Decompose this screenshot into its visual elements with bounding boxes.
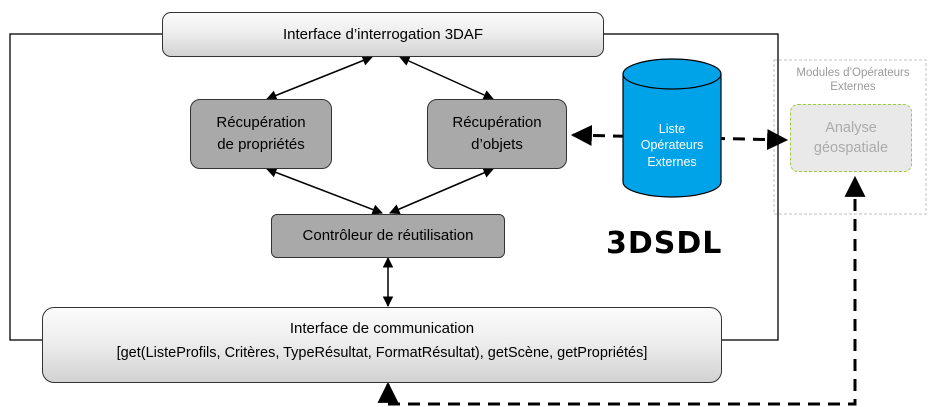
database-cylinder <box>622 58 722 198</box>
database-label-line1: Liste <box>658 122 686 136</box>
controleur-box: Contrôleur de réutilisation <box>271 214 505 258</box>
recuperation-proprietes-box: Récupération de propriétés <box>190 99 332 169</box>
database-label: Liste Opérateurs Externes <box>624 121 720 170</box>
external-modules-title-line1: Modules d’Opérateurs <box>796 67 910 79</box>
arrow-interface-to-proprietes <box>266 55 373 101</box>
recuperation-proprietes-line2: de propriétés <box>217 136 305 153</box>
database-label-line3: Externes <box>647 154 697 169</box>
arrow-proprietes-to-controleur <box>266 167 383 215</box>
system-3dsdl-label: 3DSDL <box>606 226 723 261</box>
recuperation-objets-line2: d’objets <box>471 136 523 153</box>
arrow-interface-to-objets <box>399 56 494 100</box>
external-modules-title: Modules d’Opérateurs Externes <box>776 66 930 95</box>
interface-communication-title: Interface de communication <box>289 320 475 337</box>
interface-interrogation-box: Interface d’interrogation 3DAF <box>162 12 604 57</box>
interface-interrogation-label: Interface d’interrogation 3DAF <box>282 25 484 43</box>
interface-communication-box <box>42 307 722 383</box>
analyse-geospatiale-box: Analyse géospatiale <box>790 104 912 172</box>
analyse-geospatiale-line2: géospatiale <box>813 140 889 156</box>
analyse-geospatiale-line1: Analyse <box>825 119 877 136</box>
arrow-objets-to-controleur <box>389 167 494 215</box>
database-label-line2: Opérateurs <box>640 138 704 153</box>
controleur-label: Contrôleur de réutilisation <box>302 227 474 245</box>
external-modules-title-line2: Externes <box>830 81 876 94</box>
recuperation-objets-line1: Récupération <box>452 114 542 132</box>
dashed-arrow-communication-analyse <box>377 175 866 406</box>
recuperation-objets-box: Récupération d’objets <box>427 99 567 169</box>
interface-communication-signature: [get(ListeProfils, Critères, TypeRésulta… <box>116 345 648 361</box>
recuperation-proprietes-line1: Récupération <box>216 114 306 132</box>
